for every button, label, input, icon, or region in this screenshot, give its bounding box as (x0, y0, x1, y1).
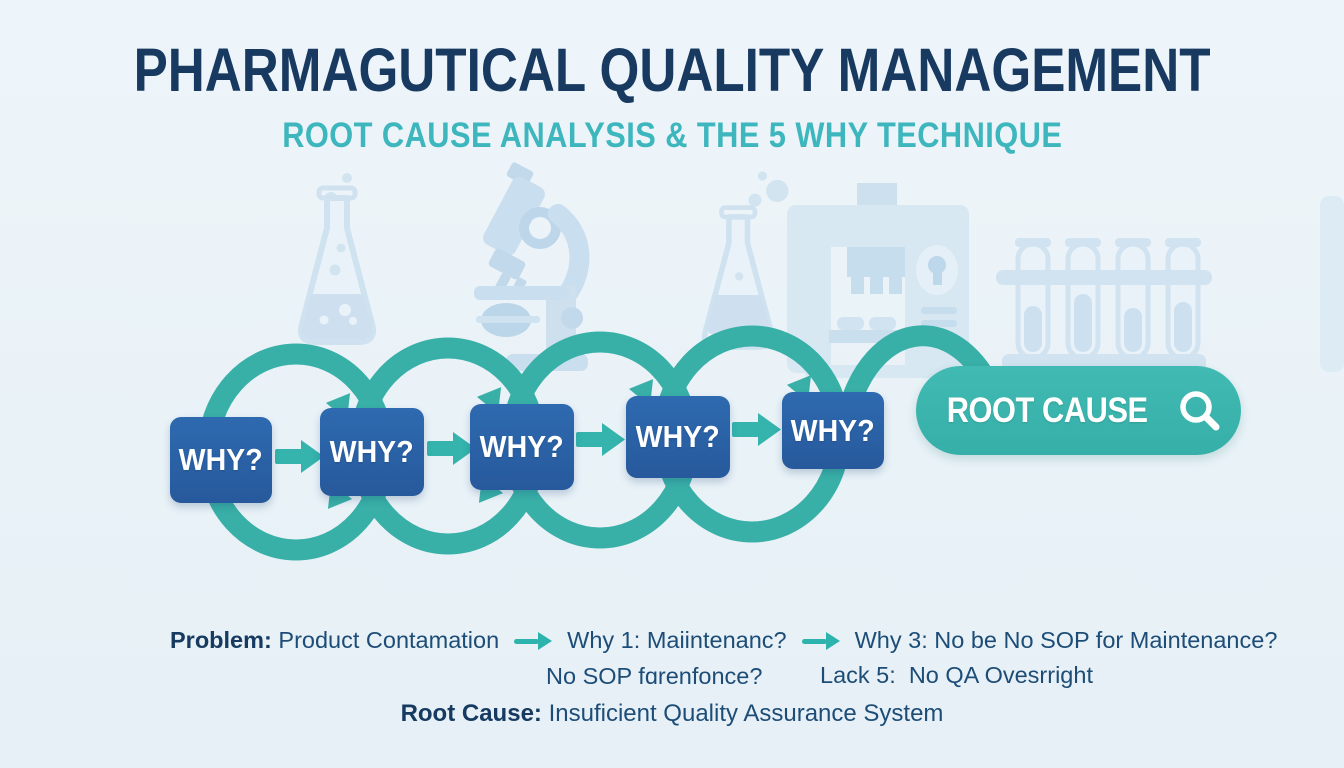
problem-text: Product Contamation (271, 627, 500, 653)
why-box-1: WHY? (170, 417, 272, 503)
why-box-5-label: WHY? (791, 412, 875, 448)
box-link-arrows (275, 413, 781, 473)
root-cause-pill-label: ROOT CAUSE (946, 390, 1148, 430)
why1-subtext: No SOP fɑrenfonce? (546, 663, 763, 689)
why-box-2-label: WHY? (330, 434, 414, 469)
why-box-5: WHY? (782, 392, 884, 469)
microscope-icon (474, 162, 590, 371)
root-cause-text: Insuficient Quality Assurance System (541, 700, 944, 727)
why-box-4: WHY? (626, 396, 730, 478)
flask-icon (298, 173, 376, 345)
why-box-3: WHY? (470, 404, 574, 490)
why1-text: Why 1: Maiintenanc? (567, 627, 787, 653)
problem-label: Problem: (170, 627, 272, 653)
arrow-right-icon (801, 631, 840, 651)
why-box-1-label: WHY? (179, 442, 263, 477)
root-cause-label: Root Cause: (400, 700, 542, 727)
root-cause-pill: ROOT CAUSE (916, 366, 1241, 455)
page-subtitle: ROOT CAUSE ANALYSIS & THE 5 WHY TECHNIQU… (281, 116, 1063, 155)
arrow-right-icon (514, 631, 553, 651)
edge-bar-shape (1320, 196, 1344, 372)
why3-text: Why 3: No be No SOP for Maintenance? (854, 627, 1278, 653)
test-tube-rack-icon (996, 238, 1212, 371)
header: PHARMAGUTICAL QUALITY MANAGEMENT ROOT CA… (0, 36, 1344, 155)
problem-statement: Problem: Product Contamation (170, 627, 499, 654)
magnifier-icon (1180, 390, 1220, 430)
why-box-3-label: WHY? (480, 429, 564, 464)
why5-subtext: Lack 5: No QA Ovesrright (820, 662, 1093, 688)
page-title: PHARMAGUTICAL QUALITY MANAGEMENT (133, 36, 1211, 104)
why-box-4-label: WHY? (636, 419, 720, 454)
root-cause-statement: Root Cause: Insuficient Quality Assuranc… (0, 700, 1344, 728)
why-box-2: WHY? (320, 408, 424, 496)
problem-flow-row: Problem: Product Contamation Why 1: Maii… (170, 627, 1277, 654)
